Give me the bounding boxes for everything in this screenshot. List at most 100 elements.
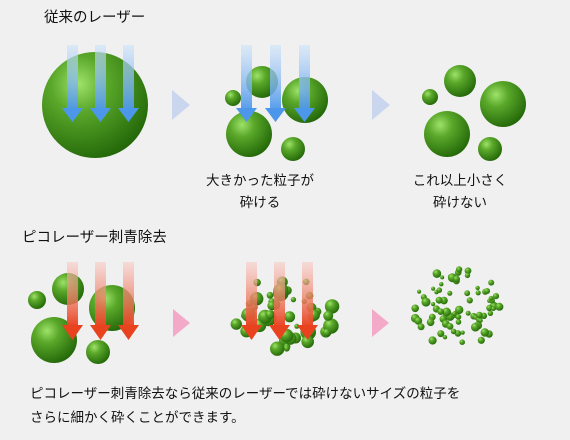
particle — [492, 293, 500, 300]
particle — [284, 311, 296, 323]
particle — [460, 330, 465, 335]
blue-beam-arrow — [294, 45, 315, 122]
particle — [28, 291, 46, 309]
particle — [323, 328, 331, 337]
caption-line: 大きかった粒子が — [206, 173, 314, 189]
particle — [464, 272, 471, 279]
particle — [270, 341, 285, 356]
particle — [437, 308, 445, 316]
particle — [480, 328, 489, 337]
caption-line: 砕ける — [239, 195, 281, 211]
particle — [230, 318, 242, 330]
particle — [86, 340, 110, 364]
caption-line: 砕けない — [433, 195, 487, 211]
particle — [424, 111, 470, 157]
footnote-line: ピコレーザー刺青除去なら従来のレーザーでは砕けないサイズの粒子を — [30, 386, 461, 402]
particle — [491, 306, 496, 312]
particle — [421, 297, 431, 307]
particle — [431, 286, 436, 291]
particle — [444, 65, 476, 97]
particle — [442, 335, 448, 340]
pico-beams-1 — [62, 262, 139, 340]
red-beam-arrow — [62, 262, 83, 340]
particle — [465, 310, 471, 316]
footnote-line: さらに細かく砕くことができます。 — [30, 410, 245, 426]
conventional-beams-1 — [62, 45, 139, 122]
particle — [428, 336, 437, 345]
particle — [487, 310, 494, 316]
particle — [431, 302, 436, 307]
particle — [484, 288, 491, 294]
red-beam-arrow — [90, 262, 111, 340]
blue-beam-arrow — [62, 45, 83, 122]
pico-step3 — [410, 266, 504, 346]
particle — [411, 304, 420, 313]
particle — [488, 279, 495, 286]
particle — [488, 295, 494, 301]
particle — [436, 287, 443, 294]
particle — [478, 137, 502, 161]
pico-beams-2 — [241, 262, 318, 340]
particle — [452, 311, 457, 316]
particle — [281, 137, 305, 161]
particle — [265, 310, 275, 320]
chevron-right-icon — [173, 309, 190, 337]
conventional-step3-caption: これ以上小さく 砕けない — [385, 170, 535, 214]
particle — [422, 89, 438, 105]
blue-beam-arrow — [265, 45, 286, 122]
conventional-beams-2 — [236, 45, 315, 122]
particle — [471, 322, 480, 332]
particle — [442, 307, 451, 317]
chevron-right-icon — [372, 90, 390, 120]
particle — [447, 290, 453, 296]
particle — [437, 330, 445, 338]
particle — [455, 314, 462, 320]
red-beam-arrow — [269, 262, 290, 340]
particle — [439, 282, 444, 287]
red-beam-arrow — [118, 262, 139, 340]
red-beam-arrow — [241, 262, 262, 340]
particle — [432, 269, 442, 278]
red-beam-arrow — [297, 262, 318, 340]
particle — [417, 289, 422, 294]
particle — [477, 336, 485, 344]
particle — [455, 266, 463, 273]
particle — [475, 285, 480, 291]
particle — [450, 328, 457, 335]
particle — [476, 311, 483, 319]
blue-beam-arrow — [118, 45, 139, 122]
caption-line: これ以上小さく — [412, 173, 508, 189]
particle — [323, 310, 334, 321]
particle — [475, 290, 481, 296]
particle — [417, 323, 425, 331]
particle — [414, 317, 423, 325]
particle — [478, 318, 483, 323]
particle — [495, 302, 504, 311]
particle — [435, 296, 443, 304]
particle — [455, 305, 464, 315]
chevron-right-icon — [172, 90, 190, 120]
footnote: ピコレーザー刺青除去なら従来のレーザーでは砕けないサイズの粒子を さらに細かく砕… — [30, 382, 550, 430]
particle — [480, 81, 526, 127]
particle — [464, 267, 472, 275]
particle — [464, 290, 471, 297]
pico-step1 — [28, 273, 135, 364]
particle — [486, 304, 493, 312]
particle — [324, 299, 340, 314]
particle — [453, 275, 460, 283]
blue-beam-arrow — [236, 45, 257, 122]
blue-beam-arrow — [90, 45, 111, 122]
particle — [266, 291, 274, 299]
particle — [440, 275, 445, 280]
pico-laser-title: ピコレーザー刺青除去 — [22, 230, 167, 246]
particle — [301, 335, 315, 349]
particle — [426, 318, 435, 327]
conventional-step2-caption: 大きかった粒子が 砕ける — [185, 170, 335, 214]
conventional-step2 — [225, 66, 328, 161]
particle — [466, 297, 473, 304]
chevron-right-icon — [372, 309, 389, 337]
conventional-step3 — [422, 65, 526, 161]
particle — [283, 345, 290, 352]
particle — [459, 339, 466, 346]
